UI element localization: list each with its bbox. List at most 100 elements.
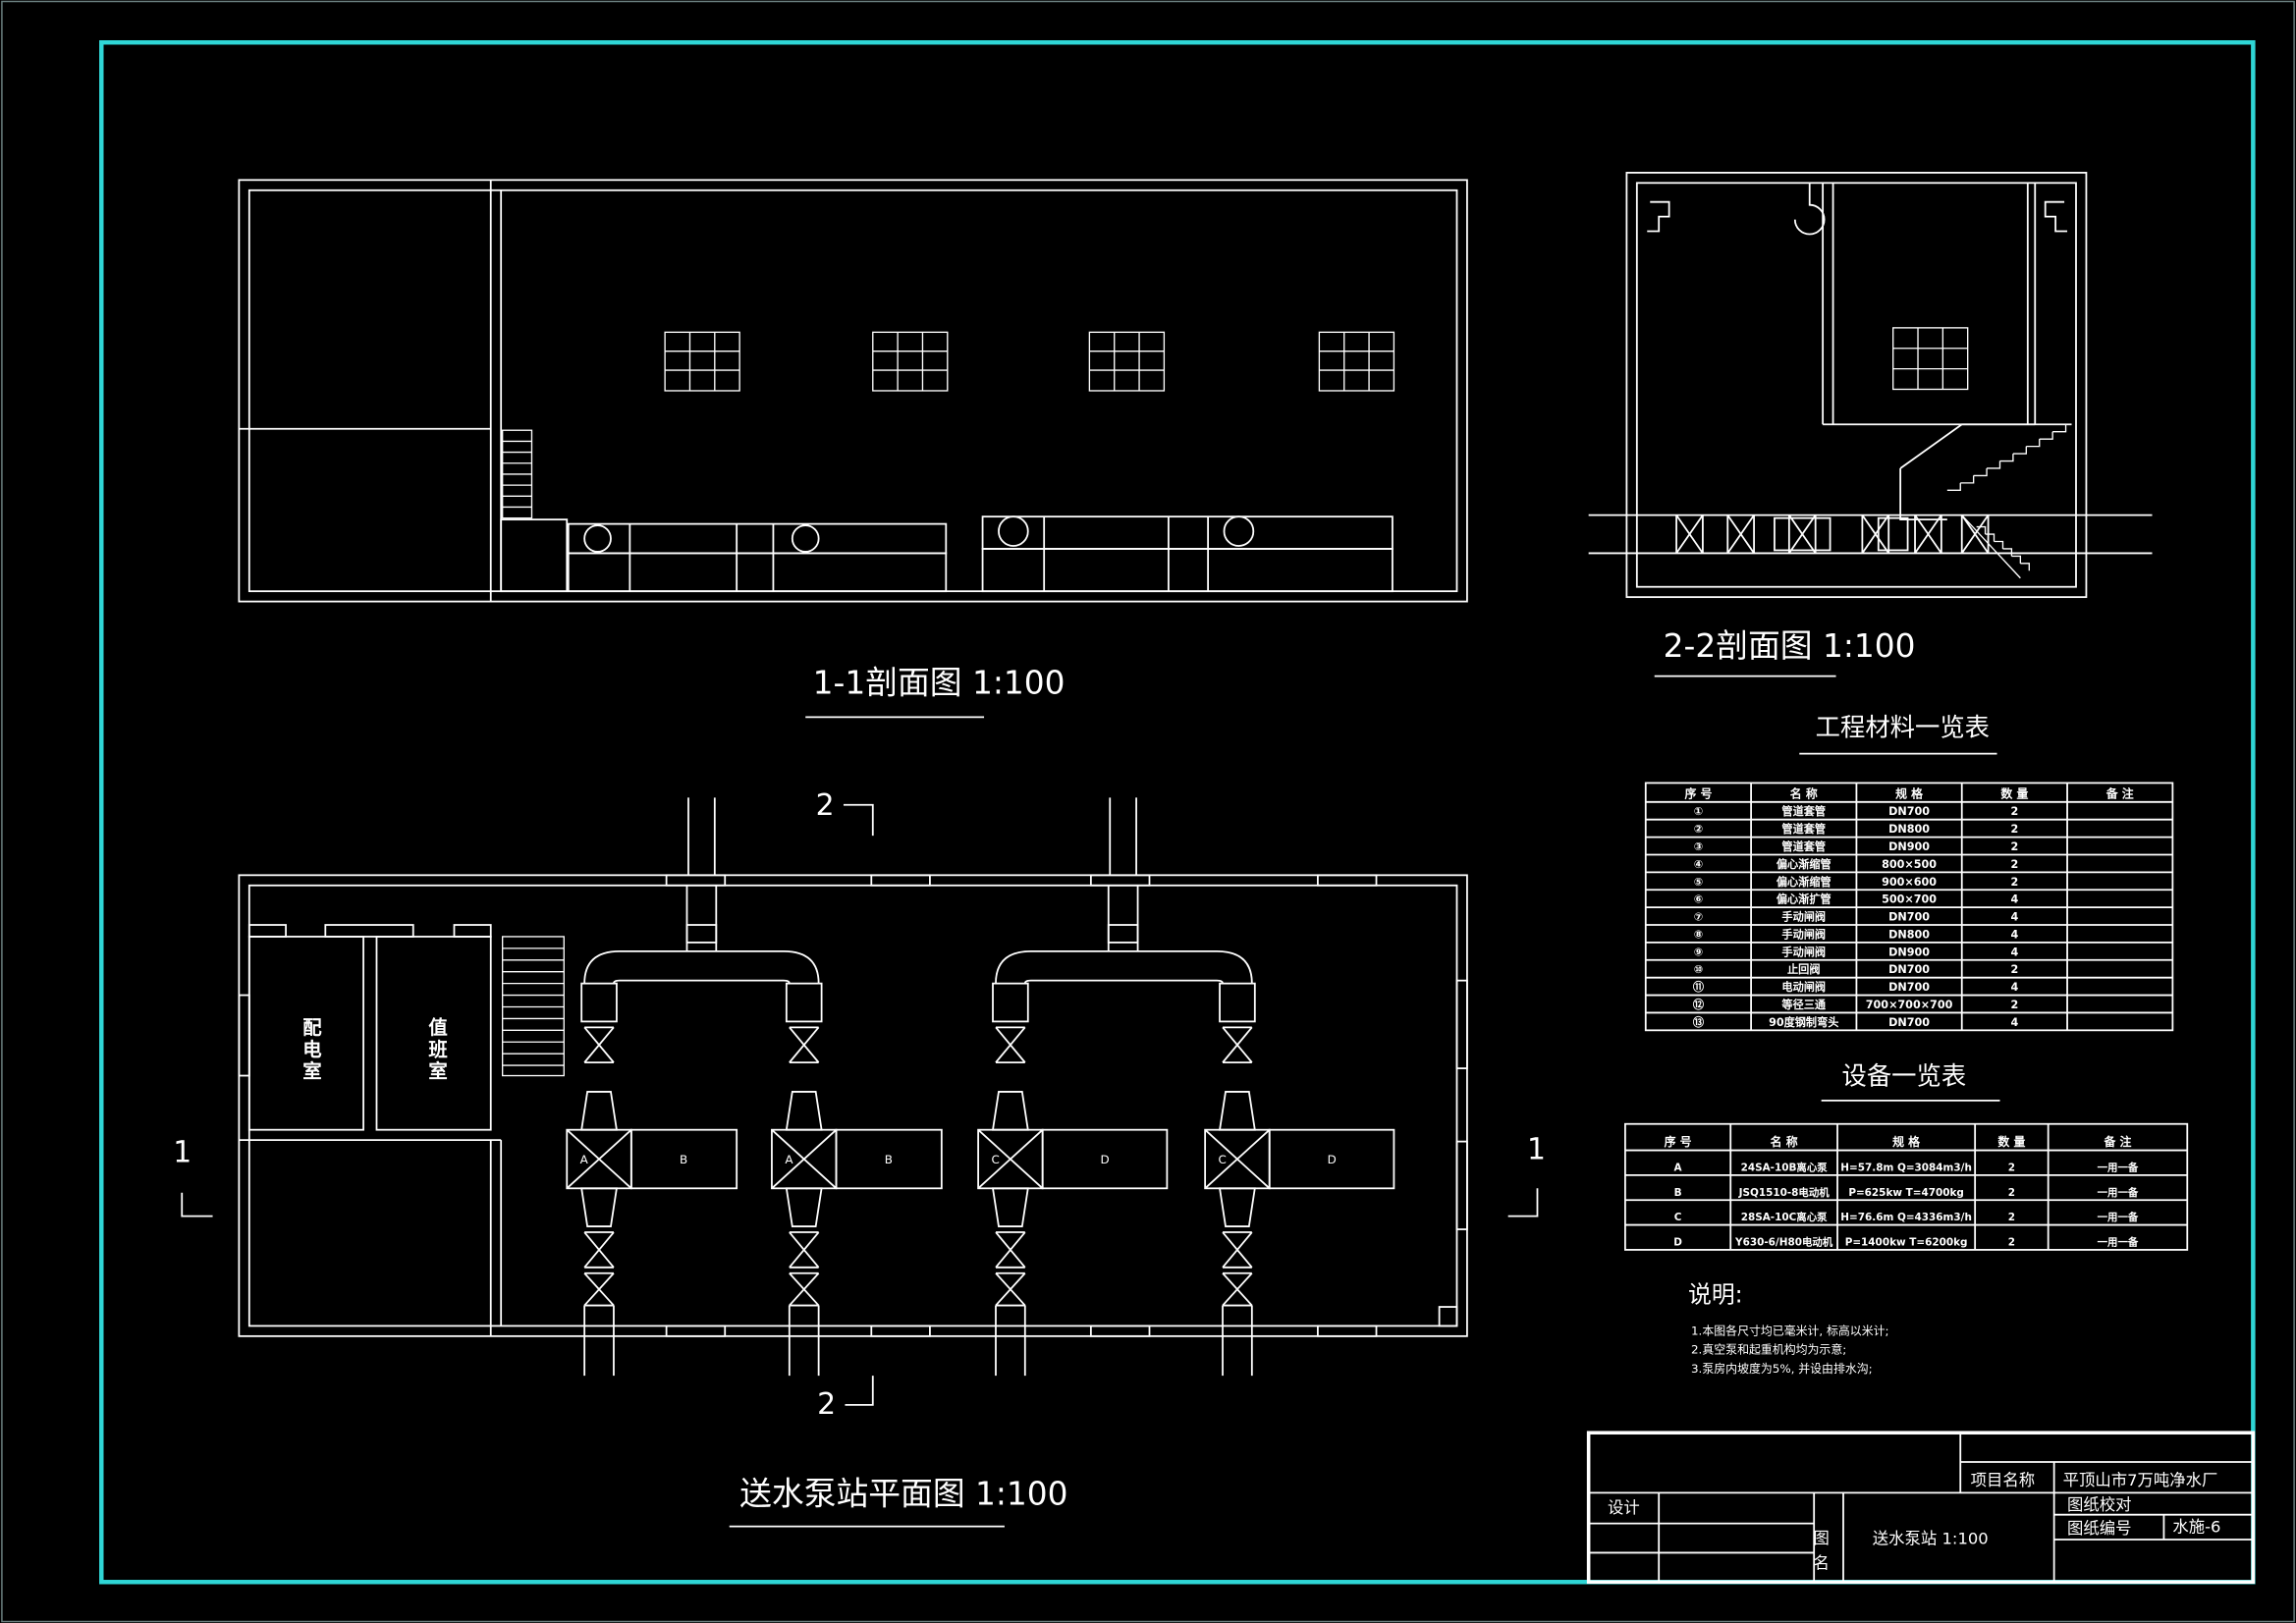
motor-icon bbox=[1268, 1128, 1395, 1190]
table-cell: 2 bbox=[2011, 823, 2019, 836]
table-cell: Y630-6/H80电动机 bbox=[1734, 1235, 1833, 1248]
table-header: 序 号 bbox=[1684, 786, 1712, 800]
table-cell: 90度钢制弯头 bbox=[1769, 1015, 1838, 1029]
table-cell: DN900 bbox=[1888, 840, 1930, 853]
valve-icon bbox=[1787, 514, 1817, 554]
motor-label: B bbox=[680, 1153, 687, 1166]
table-cell: ⑧ bbox=[1694, 928, 1703, 941]
table-cell: 2 bbox=[2011, 963, 2019, 976]
title-block-number-label: 图纸编号 bbox=[2067, 1519, 2132, 1538]
table-cell: DN900 bbox=[1888, 946, 1930, 958]
table-cell: 止回阀 bbox=[1787, 962, 1820, 976]
table-cell: 2 bbox=[2011, 999, 2019, 1011]
table-cell: 28SA-10C离心泵 bbox=[1741, 1211, 1828, 1223]
title-block-number: 水施-6 bbox=[2172, 1518, 2220, 1537]
title-block-check-label: 图纸校对 bbox=[2067, 1495, 2132, 1514]
table-cell: 500×700 bbox=[1882, 893, 1937, 906]
table-cell: 一用一备 bbox=[2098, 1211, 2139, 1223]
table-cell: 4 bbox=[2011, 893, 2019, 906]
table-cell: 电动闸阀 bbox=[1781, 980, 1826, 994]
table-cell: 一用一备 bbox=[2098, 1186, 2139, 1199]
stair-icon bbox=[502, 936, 565, 1077]
table-cell: DN700 bbox=[1888, 805, 1930, 818]
motor-label: D bbox=[1328, 1153, 1337, 1166]
title-block-drawing-name-label: 图名 bbox=[1811, 1530, 1830, 1580]
table-header: 数 量 bbox=[2000, 786, 2028, 800]
table-cell: D bbox=[1673, 1236, 1682, 1248]
title-block: 项目名称 平顶山市7万吨净水厂 设计 图名 送水泵站 1:100 图纸校对 图纸… bbox=[1586, 1431, 2256, 1585]
table-cell: 2 bbox=[2008, 1212, 2015, 1223]
valve-icon bbox=[1960, 514, 1990, 554]
duty-room bbox=[375, 936, 492, 1131]
section-2-2-title: 2-2剖面图 1:100 bbox=[1664, 627, 1916, 665]
table-cell: DN700 bbox=[1888, 911, 1930, 924]
cut-mark-2-bottom: 2 bbox=[817, 1387, 836, 1422]
motor-icon bbox=[629, 1128, 738, 1190]
table-cell: 手动闸阀 bbox=[1781, 927, 1826, 941]
table-cell: ⑤ bbox=[1694, 876, 1703, 889]
section-1-1 bbox=[238, 179, 1468, 603]
table-cell: 一用一备 bbox=[2098, 1235, 2139, 1248]
table-cell: 手动闸阀 bbox=[1781, 945, 1826, 958]
room-label-distribution: 配电室 bbox=[300, 1017, 322, 1083]
section-1-1-title: 1-1剖面图 1:100 bbox=[813, 665, 1066, 702]
note-item: 3.泵房内坡度为5%, 并设由排水沟; bbox=[1691, 1362, 1873, 1376]
motor-icon bbox=[835, 1128, 943, 1190]
materials-table-title: 工程材料一览表 bbox=[1816, 713, 1990, 742]
table-cell: ④ bbox=[1694, 858, 1703, 871]
table-cell: 4 bbox=[2011, 981, 2019, 994]
window-icon bbox=[872, 331, 949, 392]
equipment-table-title: 设备一览表 bbox=[1842, 1060, 1967, 1090]
note-item: 1.本图各尺寸均已毫米计, 标高以米计; bbox=[1691, 1324, 1889, 1337]
valve-group bbox=[1675, 514, 1990, 554]
table-cell: P=625kw T=4700kg bbox=[1848, 1187, 1964, 1199]
valve-icon bbox=[995, 1231, 1026, 1269]
valve-icon bbox=[1222, 1026, 1253, 1064]
valve-icon bbox=[995, 1026, 1026, 1064]
window-icon bbox=[1088, 331, 1166, 392]
table-cell: 偏心渐扩管 bbox=[1777, 893, 1831, 906]
table-header: 数 量 bbox=[1997, 1135, 2025, 1149]
cut-mark-1-right: 1 bbox=[1527, 1133, 1546, 1167]
header-pipe bbox=[995, 949, 1253, 984]
table-cell: 一用一备 bbox=[2098, 1161, 2139, 1173]
valve-icon bbox=[583, 1231, 615, 1269]
window-icon bbox=[1892, 327, 1969, 391]
title-block-design-label: 设计 bbox=[1608, 1498, 1640, 1517]
table-cell: 4 bbox=[2011, 1016, 2019, 1029]
valve-icon bbox=[789, 1271, 820, 1307]
table-cell: 24SA-10B离心泵 bbox=[1741, 1161, 1829, 1173]
table-cell: 偏心渐缩管 bbox=[1777, 857, 1831, 871]
table-header: 备 注 bbox=[2103, 1135, 2131, 1149]
table-cell: P=1400kw T=6200kg bbox=[1845, 1236, 1968, 1248]
table-cell: 2 bbox=[2011, 840, 2019, 853]
table-cell: 手动闸阀 bbox=[1781, 910, 1826, 924]
pump-label: A bbox=[580, 1153, 589, 1166]
drawing-frame bbox=[99, 39, 2256, 1585]
cut-mark-1-left: 1 bbox=[173, 1135, 191, 1169]
table-header: 名 称 bbox=[1790, 786, 1818, 800]
table-cell: ② bbox=[1694, 823, 1703, 836]
section-2-2 bbox=[1588, 171, 2153, 599]
title-block-project-label: 项目名称 bbox=[1971, 1471, 2036, 1489]
valve-icon bbox=[583, 1271, 615, 1307]
table-cell: ① bbox=[1694, 805, 1703, 818]
table-cell: B bbox=[1674, 1187, 1682, 1199]
table-cell: DN800 bbox=[1888, 928, 1930, 941]
window-icon bbox=[1318, 331, 1395, 392]
motor-label: B bbox=[885, 1153, 893, 1166]
valve-icon bbox=[1222, 1231, 1253, 1269]
table-header: 规 格 bbox=[1895, 786, 1924, 800]
section-cut-markers: 1 1 2 2 bbox=[173, 788, 1546, 1422]
table-cell: 2 bbox=[2008, 1187, 2015, 1199]
table-cell: DN700 bbox=[1888, 1016, 1930, 1029]
plan-title: 送水泵站平面图 1:100 bbox=[739, 1475, 1067, 1512]
table-cell: 4 bbox=[2011, 911, 2019, 924]
motor-icon bbox=[1041, 1128, 1169, 1190]
table-cell: 管道套管 bbox=[1781, 839, 1826, 853]
